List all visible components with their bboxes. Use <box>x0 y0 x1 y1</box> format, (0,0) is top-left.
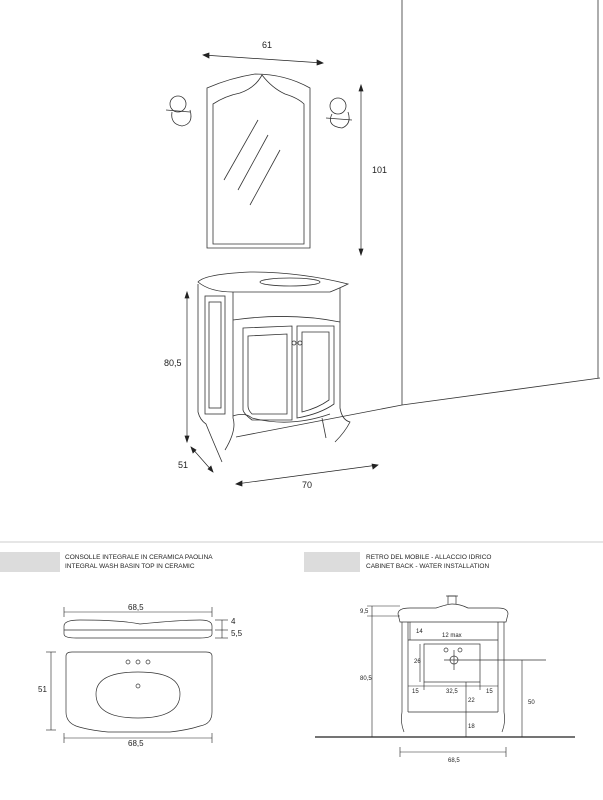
dim-thickness-a: 4 <box>231 617 236 626</box>
section-title-back-it: RETRO DEL MOBILE - ALLACCIO IDRICO <box>366 554 492 561</box>
dim-line-cabinet-width <box>235 464 379 485</box>
cabinet-back-view <box>397 595 509 733</box>
dim-cabinet-depth: 51 <box>178 460 188 470</box>
section-title-top-en: INTEGRAL WASH BASIN TOP IN CERAMIC <box>65 563 195 570</box>
dim-v22: 22 <box>468 698 475 704</box>
dim-total-height: 80,5 <box>360 676 372 682</box>
basin-top-view <box>65 651 213 733</box>
floor-line <box>235 404 403 438</box>
dim-box-height: 26 <box>414 659 421 665</box>
dim-line-mirror-width <box>202 54 324 64</box>
floor-line-right <box>401 377 601 406</box>
cabinet <box>197 271 351 463</box>
dim-thickness-b: 5,5 <box>231 629 243 638</box>
dim-max-label: 12 max <box>442 633 462 639</box>
dim-cabinet-width: 70 <box>302 480 312 490</box>
dim-cabinet-height: 80,5 <box>164 358 182 368</box>
section-title-back-en: CABINET BACK - WATER INSTALLATION <box>366 563 490 570</box>
dim-mirror-width: 61 <box>262 40 272 50</box>
section-title-top: CONSOLLE INTEGRALE IN CERAMICA PAOLINA I… <box>65 553 213 571</box>
section-band-right <box>304 552 360 572</box>
dim-left: 15 <box>412 689 419 695</box>
lamp-left <box>165 95 192 127</box>
dim-bottom-width: 68,5 <box>128 739 144 748</box>
dim-basin-depth: 51 <box>38 685 47 694</box>
dim-top-height: 9,5 <box>360 609 369 615</box>
dim-right: 15 <box>486 689 493 695</box>
dim-mirror-height: 101 <box>372 165 387 175</box>
dim-v18: 18 <box>468 724 475 730</box>
dim-center: 32,5 <box>446 689 458 695</box>
section-title-top-it: CONSOLLE INTEGRALE IN CERAMICA PAOLINA <box>65 554 213 561</box>
mirror <box>206 73 311 249</box>
dim-top-width: 68,5 <box>128 603 144 612</box>
dim-inner-a: 14 <box>416 629 423 635</box>
section-title-back: RETRO DEL MOBILE - ALLACCIO IDRICO CABIN… <box>366 553 491 571</box>
water-connection <box>443 647 464 670</box>
basin-side-view <box>63 619 213 639</box>
dim-back-width: 68,5 <box>448 758 460 764</box>
dim-h50: 50 <box>528 700 535 706</box>
lamp-right <box>325 97 353 129</box>
section-band-left <box>0 552 60 572</box>
